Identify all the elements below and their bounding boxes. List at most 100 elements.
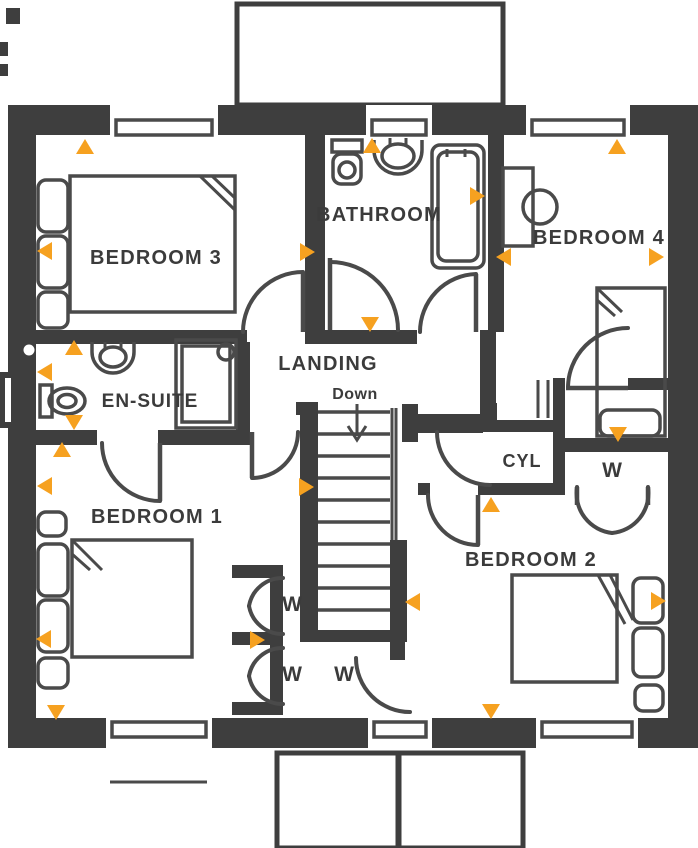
bed-bedroom1 (70, 538, 194, 659)
bed-bedroom2 (510, 573, 619, 684)
flue-slit (5, 378, 11, 422)
bed-fold-bedroom4 (596, 298, 616, 318)
room-label-bathroom: BATHROOM (316, 204, 442, 226)
marker-triangle-down (47, 705, 65, 720)
window-bathroom-top (370, 118, 428, 137)
wall-segment (628, 378, 668, 390)
wall-segment (488, 135, 504, 332)
door-bath-nook-swing-arc (418, 272, 478, 334)
door-en-suite-swing-arc (100, 441, 162, 503)
marker-triangle-down (361, 317, 379, 332)
wall-segment (478, 483, 565, 495)
wall-segment (305, 135, 325, 332)
room-label-bedroom-2: BEDROOM 2 (465, 549, 597, 571)
window-bedroom3-top (114, 118, 214, 137)
marker-triangle-left (37, 477, 52, 495)
marker-triangle-right (649, 248, 664, 266)
toilet-cistern-bathroom (330, 138, 364, 154)
wall-segment (305, 330, 417, 344)
wall-segment (0, 64, 8, 76)
room-label-bedroom-1: BEDROOM 1 (91, 506, 223, 528)
door-wardrobe-right-a-swing-arc (574, 485, 614, 535)
shower-head (216, 342, 236, 362)
bedside-cabinet (36, 234, 70, 290)
door-bedroom-1-swing-arc (250, 430, 300, 480)
wall-segment (390, 540, 407, 642)
basin-bowl-bathroom (380, 142, 416, 170)
marker-triangle-right (299, 478, 314, 496)
marker-triangle-right (651, 592, 666, 610)
bedside-cabinet (36, 542, 70, 598)
marker-triangle-down (482, 704, 500, 719)
marker-triangle-left (37, 363, 52, 381)
marker-triangle-up (65, 340, 83, 355)
wall-segment (565, 438, 668, 452)
dressing-table-bedroom4 (501, 166, 535, 248)
wall-segment (0, 42, 8, 56)
stool-bedroom4 (521, 188, 559, 226)
marker-triangle-left (37, 242, 52, 260)
window-bedroom4-top (530, 118, 626, 137)
bed-fold-bedroom2 (596, 574, 627, 625)
cupboard-label-cyl: CYL (503, 451, 542, 471)
bed-bedroom3 (68, 174, 237, 314)
wall-segment (668, 105, 698, 748)
bedside-cabinet (36, 290, 70, 330)
wall-segment (236, 342, 250, 445)
bed-fold-bedroom3 (210, 174, 237, 200)
room-label-bedroom-4: BEDROOM 4 (533, 227, 665, 249)
stairs-down-arrowhead (346, 425, 368, 443)
toilet-cistern-ensuite (38, 383, 54, 419)
wall-segment (36, 430, 97, 445)
marker-triangle-up (53, 442, 71, 457)
wardrobe-label-w3: W (334, 663, 354, 686)
shower-tray (180, 344, 232, 424)
pillow-bedroom2 (631, 626, 665, 679)
wall-segment (270, 573, 283, 715)
room-label-landing: LANDING (278, 353, 378, 375)
wall-segment (553, 378, 565, 495)
wardrobe-label-w1: W (282, 593, 302, 616)
bathtub-outer (430, 143, 486, 270)
wall-segment (418, 483, 430, 495)
wall-segment (402, 404, 418, 442)
room-label-bedroom-3: BEDROOM 3 (90, 247, 222, 269)
wall-segment (313, 630, 407, 642)
wall-segment (158, 430, 250, 445)
door-bathroom-swing-arc (328, 260, 400, 332)
toilet-bowl-bathroom (331, 152, 363, 186)
toilet-bowl-bathroom-inner (337, 160, 357, 180)
bed-fold-bedroom1 (70, 538, 104, 572)
marker-triangle-up (482, 497, 500, 512)
wall-segment (300, 404, 318, 642)
marker-triangle-left (496, 248, 511, 266)
wall-segment (296, 402, 318, 415)
marker-triangle-right (300, 243, 315, 261)
basin-ensuite (90, 342, 136, 375)
roof-outline-bottom-right (396, 750, 526, 848)
bed-fold-bedroom2 (608, 574, 635, 621)
door-cyl-cupboard-swing-arc (435, 430, 492, 487)
stairs-direction-label: Down (332, 386, 378, 403)
door-wardrobe-right-b-swing-arc (610, 485, 651, 535)
wall-segment (418, 414, 483, 433)
bedside-cabinet (36, 656, 70, 690)
door-bedroom-3-swing-arc (241, 270, 305, 334)
bedside-cabinet (36, 178, 70, 234)
door-wardrobe-left-a2-swing-arc (247, 604, 285, 637)
marker-triangle-left (36, 630, 51, 648)
wall-segment (483, 403, 497, 432)
wardrobe-label-w4: W (602, 459, 622, 482)
marker-triangle-left (405, 593, 420, 611)
door-wardrobe-left-b1-swing-arc (247, 645, 285, 678)
pillow-bedroom4 (598, 408, 662, 438)
toilet-bowl-ensuite-outer (47, 386, 87, 416)
marker-triangle-right (470, 187, 485, 205)
marker-triangle-up (363, 138, 381, 153)
window-bedroom1-bottom (110, 720, 208, 739)
bed-fold-bedroom3 (198, 174, 237, 212)
wall-segment (6, 8, 20, 24)
marker-triangle-down (65, 415, 83, 430)
